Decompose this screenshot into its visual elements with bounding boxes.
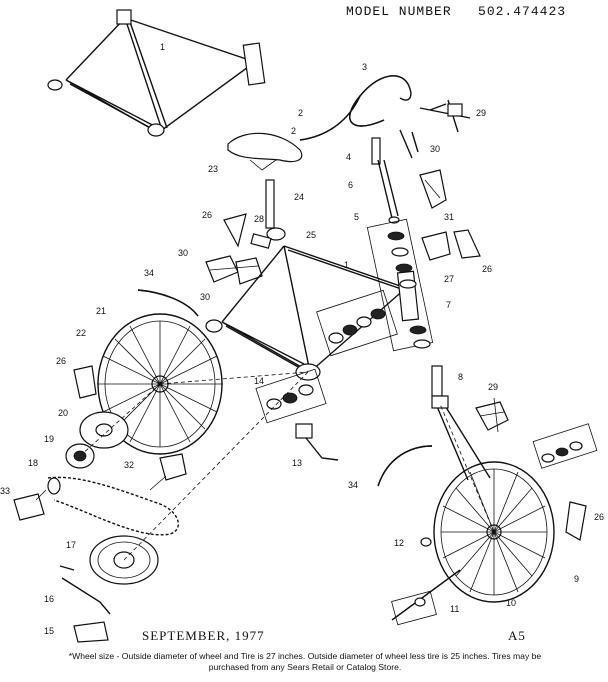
callout-34b: 34	[348, 480, 358, 490]
crank-arm	[61, 577, 111, 615]
reflector-bracket-top	[223, 213, 247, 248]
axle-nut	[420, 537, 432, 547]
wheel-size-note: *Wheel size - Outside diameter of wheel …	[6, 651, 604, 673]
callout-29b: 29	[488, 382, 498, 392]
callout-2a: 2	[298, 108, 303, 118]
callout-25: 25	[306, 230, 316, 240]
callout-24: 24	[294, 192, 304, 202]
callout-7: 7	[446, 300, 451, 310]
callout-6: 6	[348, 180, 353, 190]
seat-post	[265, 179, 275, 229]
callout-26d: 26	[594, 512, 604, 522]
callout-33: 33	[0, 486, 10, 496]
headset-parts-column	[366, 218, 434, 352]
callout-3: 3	[362, 62, 367, 72]
front-derailleur	[13, 489, 47, 521]
seat-clamp	[250, 227, 286, 249]
bearing-set-left	[255, 368, 327, 424]
reflector-front	[565, 501, 587, 541]
callout-19: 19	[44, 434, 54, 444]
frame-center	[205, 245, 420, 381]
callout-12: 12	[394, 538, 404, 548]
front-fork	[431, 365, 491, 481]
callout-labels: 1 1 2 2 3 4 5 6 7 8 9 10 11 12 13 14 15 …	[0, 42, 604, 636]
saddle	[227, 132, 303, 171]
callout-4: 4	[346, 152, 351, 162]
callout-26b: 26	[482, 264, 492, 274]
callout-26c: 26	[56, 356, 66, 366]
callout-28: 28	[254, 214, 264, 224]
callout-9: 9	[574, 574, 579, 584]
callout-17: 17	[66, 540, 76, 550]
brake-caliper-front	[475, 397, 509, 433]
callout-15: 15	[44, 626, 54, 636]
rear-fender	[137, 289, 199, 317]
callout-21: 21	[96, 306, 106, 316]
wheel-size-note-line2: purchased from any Sears Retail or Catal…	[208, 662, 402, 672]
brake-lever-right	[419, 99, 471, 133]
callout-27: 27	[444, 274, 454, 284]
kickstand	[295, 423, 339, 461]
reflector-bracket-right	[453, 229, 481, 259]
chain	[47, 476, 179, 536]
callout-13: 13	[292, 458, 302, 468]
callout-31: 31	[444, 212, 454, 222]
callout-1a: 1	[160, 42, 165, 52]
model-number-label: MODEL NUMBER	[346, 4, 452, 19]
print-date: SEPTEMBER, 1977	[142, 628, 265, 643]
callout-2b: 2	[291, 126, 296, 136]
callout-30b: 30	[178, 248, 188, 258]
front-axle-parts	[532, 423, 598, 469]
callout-14: 14	[254, 376, 264, 386]
frame-top-left	[47, 9, 266, 137]
callout-23: 23	[208, 164, 218, 174]
freewheel-hub	[79, 411, 129, 449]
front-axle-set	[391, 569, 461, 626]
callout-20: 20	[58, 408, 68, 418]
bottom-bracket-parts	[316, 289, 398, 357]
page-code: A5	[508, 628, 526, 643]
callout-16: 16	[44, 594, 54, 604]
reflector-rear	[73, 365, 97, 399]
rear-derailleur	[149, 453, 187, 491]
callout-30c: 30	[200, 292, 210, 302]
callout-26a: 26	[202, 210, 212, 220]
shift-levers-right	[399, 129, 447, 209]
callout-32: 32	[124, 460, 134, 470]
wheel-size-note-line1: *Wheel size - Outside diameter of wheel …	[68, 651, 542, 661]
callout-1b: 1	[344, 260, 349, 270]
crank-cotter	[59, 565, 75, 571]
handlebar	[299, 75, 412, 141]
model-number-value: 502.474423	[478, 4, 567, 19]
callout-29a: 29	[476, 108, 486, 118]
callout-8: 8	[458, 372, 463, 382]
model-number-heading: MODEL NUMBER 502.474423	[346, 4, 566, 19]
brake-caliper-rear	[205, 255, 263, 285]
callout-5: 5	[354, 212, 359, 222]
callout-22: 22	[76, 328, 86, 338]
callout-11: 11	[450, 604, 459, 614]
pedal	[73, 621, 109, 643]
callout-10: 10	[506, 598, 516, 608]
bracket-right	[421, 231, 451, 261]
callout-18: 18	[28, 458, 38, 468]
callout-34a: 34	[144, 268, 154, 278]
stem	[371, 137, 400, 224]
callout-30a: 30	[430, 144, 440, 154]
